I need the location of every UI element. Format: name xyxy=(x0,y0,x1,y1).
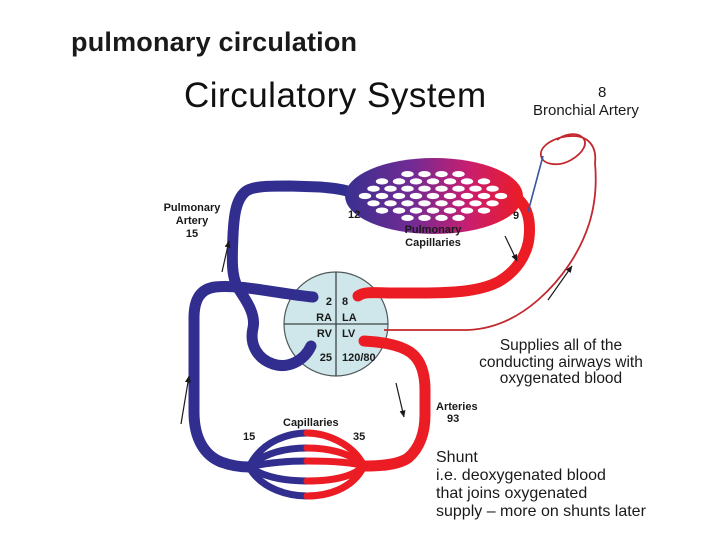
pulmonary-capillary-right-value: 9 xyxy=(513,210,520,222)
pulmonary-artery-label-line2: Artery xyxy=(175,215,209,227)
supplies-line1: Supplies all of the xyxy=(499,337,623,354)
pulmonary-capillary-left-value: 12 xyxy=(348,209,361,221)
supplies-line2: conducting airways with xyxy=(479,353,643,371)
pulmonary-artery-label: Pulmonary Artery 15 xyxy=(156,202,228,241)
vena-cava-vessel xyxy=(188,280,319,473)
systemic-capillaries-red xyxy=(303,429,368,500)
flow-arrow-aorta xyxy=(395,382,406,418)
flow-arrow-pulmonary-vein xyxy=(504,235,518,262)
pulmonary-artery-value: 15 xyxy=(185,228,199,240)
slide-title: pulmonary circulation xyxy=(71,27,358,57)
bronchial-artery-value: 8 xyxy=(598,84,607,101)
heart-rv-label: RV xyxy=(316,328,332,340)
pulmonary-artery-label-line1: Pulmonary xyxy=(163,202,221,214)
bronchial-artery-line xyxy=(384,162,597,331)
bronchial-artery-knot xyxy=(540,133,597,166)
flow-arrow-bronchial xyxy=(547,265,573,301)
pulmonary-capillaries-label-line1: Pulmonary xyxy=(404,224,462,236)
flow-arrow-pulmonary-artery xyxy=(221,240,231,273)
capillary-dots xyxy=(358,171,508,221)
supplies-line3: oxygenated blood xyxy=(499,370,623,387)
heart-la-label: LA xyxy=(342,312,357,324)
supplies-annotation: Supplies all of the conducting airways w… xyxy=(468,337,654,388)
heart-lv-pressure: 120/80 xyxy=(342,352,376,364)
heart-ra-pressure: 2 xyxy=(325,296,332,308)
bronchial-artery-label: Bronchial Artery xyxy=(533,102,639,119)
shunt-line1: i.e. deoxygenated blood xyxy=(436,467,606,484)
shunt-title: Shunt xyxy=(436,449,478,466)
systemic-capillary-left-value: 15 xyxy=(243,431,256,443)
shunt-line2: that joins oxygenated xyxy=(436,485,588,502)
pulmonary-vein-vessel xyxy=(352,193,535,302)
pulmonary-artery-vessel xyxy=(226,180,353,371)
pulmonary-capillaries-label-line2: Capillaries xyxy=(405,237,461,249)
arteries-value: 93 xyxy=(447,413,460,425)
flow-arrow-vena-cava xyxy=(180,375,191,425)
arteries-label: Arteries xyxy=(436,401,478,413)
systemic-capillaries-blue xyxy=(245,429,311,500)
heart-lv-label: LV xyxy=(342,328,356,340)
heart-rv-pressure: 25 xyxy=(319,352,332,364)
bronchial-blue-line xyxy=(527,155,544,213)
systemic-capillaries-label: Capillaries xyxy=(283,417,339,429)
shunt-line3: supply – more on shunts later xyxy=(436,503,646,520)
aorta-vessel xyxy=(358,335,431,472)
pulmonary-capillaries-label: Pulmonary Capillaries xyxy=(392,224,474,250)
systemic-capillary-right-value: 35 xyxy=(353,431,366,443)
shunt-annotation: Shunt i.e. deoxygenated blood that joins… xyxy=(436,449,686,521)
heart-ra-label: RA xyxy=(316,312,332,324)
diagram-title: Circulatory System xyxy=(184,76,487,115)
heart-la-pressure: 8 xyxy=(342,296,349,308)
